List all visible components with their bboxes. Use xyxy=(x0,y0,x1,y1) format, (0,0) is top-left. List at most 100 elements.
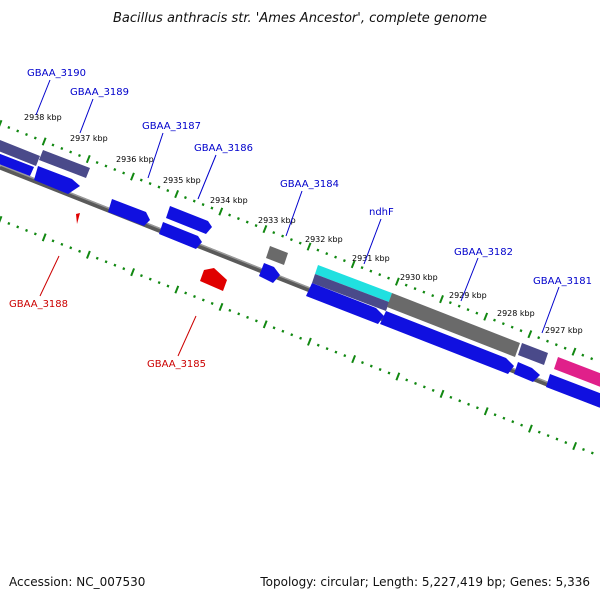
green-tick-track-outer xyxy=(0,119,594,361)
outer-scale-tick-30 xyxy=(262,224,268,234)
inner-scale-tick-62 xyxy=(546,434,550,438)
inner-scale-tick-20 xyxy=(174,285,180,294)
gene-label-gbaa-3186: GBAA_3186 xyxy=(194,143,253,154)
outer-scale-tick-62 xyxy=(546,339,549,343)
gene-arrow-ndhf xyxy=(306,283,384,324)
outer-scale-tick-17 xyxy=(148,182,152,186)
inner-scale-tick-58 xyxy=(511,420,515,424)
kbp-tick-2931: 2931 kbp xyxy=(352,254,390,263)
kbp-tick-2936: 2936 kbp xyxy=(116,155,154,164)
cds-bar-ndhf xyxy=(312,274,389,311)
inner-scale-tick-21 xyxy=(184,291,188,295)
outer-scale-tick-26 xyxy=(228,213,232,217)
outer-scale-tick-23 xyxy=(201,203,205,207)
gene-label-gbaa-3184: GBAA_3184 xyxy=(280,179,339,190)
outer-scale-tick-63 xyxy=(554,343,558,347)
gene-arrow-gbaa-3189 xyxy=(34,166,80,194)
outer-scale-tick-37 xyxy=(325,252,329,256)
inner-scale-tick-61 xyxy=(537,430,541,434)
inner-scale-tick-67 xyxy=(590,451,594,455)
outer-scale-tick-38 xyxy=(334,255,338,259)
kbp-tick-2938: 2938 kbp xyxy=(24,113,62,122)
outer-scale-tick-57 xyxy=(501,322,505,326)
outer-scale-tick-46 xyxy=(404,283,408,287)
outer-scale-tick-47 xyxy=(413,287,417,291)
inner-scale-tick-42 xyxy=(369,364,373,368)
outer-scale-tick-7 xyxy=(60,146,64,151)
inner-scale-tick-12 xyxy=(104,260,108,264)
inner-scale-tick-19 xyxy=(166,284,170,288)
gene-labels: GBAA_3190 GBAA_3189 GBAA_3187 GBAA_3186 … xyxy=(9,68,592,370)
outer-scale-tick-14 xyxy=(122,171,126,175)
inner-scale-tick-3 xyxy=(25,228,28,232)
inner-scale-tick-13 xyxy=(113,263,117,267)
outer-scale-tick-40 xyxy=(350,260,356,269)
outer-scale-tick-58 xyxy=(510,325,514,329)
outer-scale-tick-3 xyxy=(25,132,28,137)
inner-scale-tick-60 xyxy=(528,424,533,433)
gene-label-gbaa-3189: GBAA_3189 xyxy=(70,87,129,98)
outer-scale-tick-48 xyxy=(422,290,426,294)
outer-scale-tick-12 xyxy=(104,164,108,168)
kbp-tick-2927: 2927 kbp xyxy=(545,326,583,335)
outer-scale-tick-51 xyxy=(448,301,452,305)
outer-scale-tick-60 xyxy=(527,330,533,339)
outer-scale-tick-49 xyxy=(431,294,435,298)
inner-scale-tick-4 xyxy=(33,232,37,236)
feature-track xyxy=(0,140,600,408)
outer-scale-tick-56 xyxy=(493,318,496,322)
inner-scale-tick-5 xyxy=(41,233,47,242)
gene-arrow-gbaa-3181 xyxy=(514,362,540,382)
gene-label-ndhf: ndhF xyxy=(369,207,394,218)
inner-scale-tick-66 xyxy=(582,447,585,452)
inner-scale-tick-31 xyxy=(272,326,276,330)
inner-scale-tick-7 xyxy=(60,242,64,246)
ndhf-cyan-feature xyxy=(315,265,392,302)
outer-scale-tick-55 xyxy=(483,312,489,321)
inner-scale-tick-49 xyxy=(431,388,435,392)
inner-scale-tick-10 xyxy=(86,250,91,259)
outer-scale-tick-19 xyxy=(166,189,170,193)
inner-scale-tick-39 xyxy=(343,354,347,358)
outer-scale-tick-18 xyxy=(157,185,161,189)
outer-scale-tick-54 xyxy=(475,311,479,315)
inner-scale-tick-2 xyxy=(16,225,20,229)
inner-scale-tick-36 xyxy=(316,343,320,347)
map-title: Bacillus anthracis str. 'Ames Ancestor',… xyxy=(113,11,487,26)
inner-scale-tick-24 xyxy=(210,301,214,305)
inner-scale-tick-14 xyxy=(122,267,126,271)
inner-scale-tick-50 xyxy=(439,389,445,398)
inner-scale-tick-22 xyxy=(193,294,196,299)
gene-label-gbaa-3181: GBAA_3181 xyxy=(533,276,592,287)
outer-scale-tick-15 xyxy=(130,172,135,181)
inner-scale-tick-16 xyxy=(139,274,143,278)
outer-scale-tick-41 xyxy=(360,266,364,270)
outer-scale-tick-1 xyxy=(7,125,11,130)
outer-scale-tick-33 xyxy=(289,238,293,242)
outer-scale-tick-11 xyxy=(95,161,99,165)
inner-scale-tick-51 xyxy=(449,395,453,399)
outer-scale-tick-61 xyxy=(537,336,541,340)
outer-scale-tick-42 xyxy=(369,269,373,273)
outer-scale-tick-59 xyxy=(519,329,523,333)
outer-scale-tick-45 xyxy=(394,277,400,286)
inner-scale-tick-34 xyxy=(299,336,303,340)
outer-scale-tick-32 xyxy=(281,234,285,238)
gene-arrow-gbaa-3186b xyxy=(159,222,202,249)
kbp-tick-2928: 2928 kbp xyxy=(497,309,535,318)
gene-arrow-gbaa-3184 xyxy=(259,263,280,283)
inner-scale-tick-1 xyxy=(7,221,11,225)
kbp-tick-2929: 2929 kbp xyxy=(449,291,487,300)
inner-scale-tick-63 xyxy=(555,437,559,441)
inner-scale-tick-55 xyxy=(483,407,489,416)
inner-scale-tick-38 xyxy=(334,350,338,354)
outer-scale-tick-35 xyxy=(306,242,312,251)
outer-scale-tick-43 xyxy=(378,273,382,277)
cds-bar-gbaa-3190 xyxy=(0,140,40,166)
inner-scale-tick-23 xyxy=(201,298,205,302)
cds-bar-gbaa-3184 xyxy=(266,246,288,265)
gene-arrow-gbaa-3190 xyxy=(0,153,34,176)
gene-arrow-gbaa-3186a xyxy=(166,206,212,234)
gene-label-gbaa-3187: GBAA_3187 xyxy=(142,121,201,132)
outer-scale-tick-65 xyxy=(571,347,577,356)
